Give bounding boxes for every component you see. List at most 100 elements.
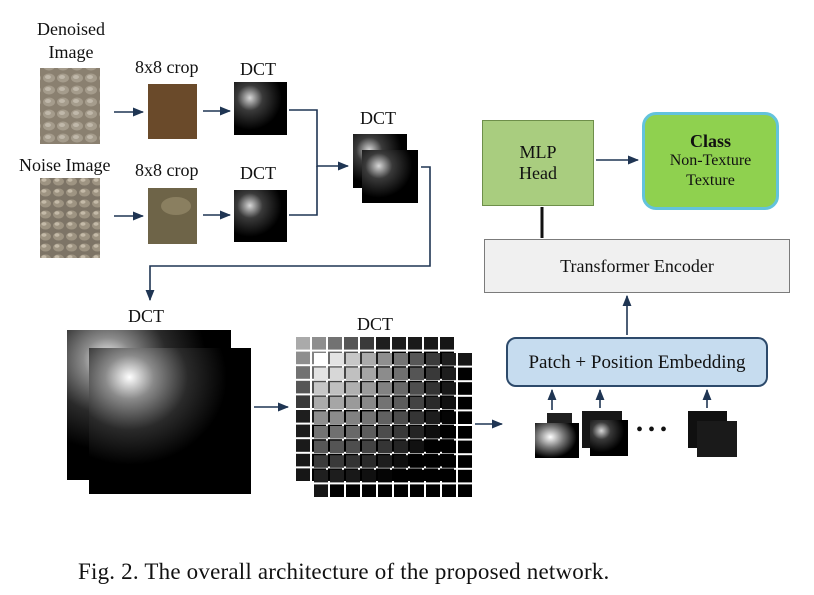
dct-grid-cell [394, 469, 408, 483]
dct-grid-cell [410, 455, 424, 468]
class-item-texture: Texture [686, 172, 735, 189]
dct-grid-cell [362, 426, 376, 439]
dct-grid-cell [426, 484, 440, 497]
label-dct-large: DCT [128, 306, 164, 326]
mlp-head-box: MLP Head [482, 120, 594, 206]
dct-grid-cell [330, 469, 344, 483]
dct-grid-cell [440, 337, 454, 350]
dct-grid-cell [410, 426, 424, 439]
dct-grid-cell [346, 353, 360, 366]
dct-grid-cell [362, 367, 376, 381]
dct-grid-cell [410, 469, 424, 483]
dct-grid-cell [458, 440, 472, 454]
dct-grid-cell [410, 367, 424, 381]
dct-grid-cell [362, 353, 376, 366]
dct-grid-cell [362, 484, 376, 497]
dct-grid-cell [362, 440, 376, 454]
dct-grid-cell [312, 337, 326, 350]
dct-grid-cell [344, 337, 358, 350]
dct-grid-cell [458, 411, 472, 424]
dct-grid-cell [458, 353, 472, 366]
dct-grid-cell [314, 455, 328, 468]
dct-grid-cell [394, 382, 408, 395]
mlp-head-line2: Head [519, 163, 557, 183]
dct-grid-cell [426, 426, 440, 439]
dct-grid-cell [378, 440, 392, 454]
label-denoised-image: Denoised Image [28, 19, 114, 62]
dct-grid-cell [346, 455, 360, 468]
dct-grid-cell [346, 396, 360, 410]
dct-grid-cell [360, 337, 374, 350]
dct-grid-cell [394, 426, 408, 439]
dct-grid-cell [458, 382, 472, 395]
dct-grid-cell [426, 455, 440, 468]
label-dct-top: DCT [240, 59, 276, 79]
label-dct-grid: DCT [357, 314, 393, 334]
dct-grid-cell [442, 382, 456, 395]
dct-grid-cell [410, 411, 424, 424]
dct-grid-cell [328, 337, 342, 350]
dct-grid-cell [458, 396, 472, 410]
class-output-box: Class Non-Texture Texture [642, 112, 779, 210]
dct-grid-cell [346, 484, 360, 497]
dct-grid-cell [296, 366, 310, 379]
patch-ellipsis: • • • [636, 419, 667, 441]
dct-grid-cell [362, 382, 376, 395]
dct-grid-cell [442, 367, 456, 381]
dct-grid-cell [394, 353, 408, 366]
dct-grid-cell [426, 440, 440, 454]
dct-grid-cell [378, 382, 392, 395]
dct-grid-cell [362, 469, 376, 483]
dct-grid-cell [394, 484, 408, 497]
dct-grid-cell [426, 367, 440, 381]
dct-grid-cell [296, 453, 310, 467]
dct-grid-cell [362, 396, 376, 410]
dct-grid-cell [410, 396, 424, 410]
dct-grid-cell [296, 337, 310, 350]
crop-bottom-patch [148, 188, 197, 244]
dct-grid-cell [362, 411, 376, 424]
dct-grid-cell [314, 484, 328, 497]
dct-grid-cell [296, 380, 310, 394]
dct-grid-cell [376, 337, 390, 350]
patch-2-front [590, 420, 628, 456]
patch-1-front [535, 423, 579, 458]
dct-grid-cell [346, 469, 360, 483]
dct-grid-cell [394, 440, 408, 454]
dct-grid-cell [378, 367, 392, 381]
dct-grid-cell [410, 353, 424, 366]
connector-dct-top-to-stacked [289, 109, 350, 171]
label-denoised-line1: Denoised [37, 19, 105, 39]
dct-grid-cell [378, 396, 392, 410]
dct-grid-cell [314, 426, 328, 439]
dct-grid-cell [426, 469, 440, 483]
dct-grid-cell [458, 484, 472, 497]
dct-grid-cell [378, 484, 392, 497]
dct-grid-cell [426, 396, 440, 410]
dct-grid-cell [378, 353, 392, 366]
dct-grid-cell [442, 426, 456, 439]
dct-grid-cell [378, 469, 392, 483]
dct-bottom-block [234, 190, 287, 242]
dct-grid-cell [410, 484, 424, 497]
dct-grid-cell [314, 382, 328, 395]
noise-image-thumbnail [40, 178, 100, 258]
dct-grid-cell [314, 353, 328, 366]
dct-grid-cell [442, 455, 456, 468]
dct-grid-cell [346, 440, 360, 454]
dct-grid-cell [394, 396, 408, 410]
dct-grid-cell [346, 367, 360, 381]
label-crop-top: 8x8 crop [135, 57, 199, 77]
patch-n-front [697, 421, 737, 457]
dct-grid-cell [330, 382, 344, 395]
dct-grid-cell [330, 440, 344, 454]
dct-grid-cell [330, 484, 344, 497]
dct-grid-cell [330, 455, 344, 468]
dct-grid-cell [330, 353, 344, 366]
dct-grid-cell [330, 411, 344, 424]
dct-grid-cell [314, 396, 328, 410]
dct-grid-cell [330, 367, 344, 381]
dct-grid-cell [392, 337, 406, 350]
